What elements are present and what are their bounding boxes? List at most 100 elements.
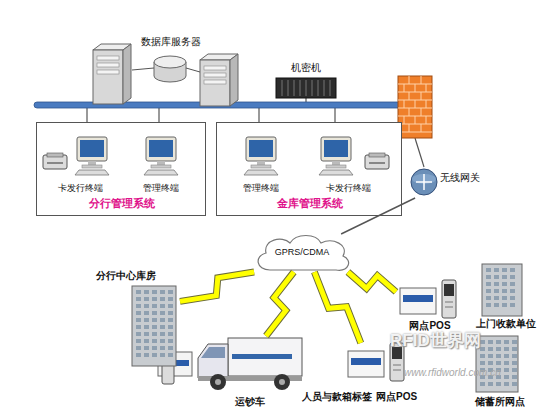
node-icon xyxy=(88,161,96,165)
node-icon xyxy=(152,304,157,308)
node-icon xyxy=(168,290,173,294)
node-icon xyxy=(136,353,141,357)
node-icon xyxy=(324,80,325,96)
node-icon xyxy=(504,340,509,344)
node-icon xyxy=(416,174,432,190)
system-box: 分行管理系统卡发行终端管理终端 xyxy=(36,122,206,216)
node-icon xyxy=(496,354,501,358)
node-icon xyxy=(318,80,319,96)
node-icon xyxy=(510,303,515,307)
node-icon xyxy=(512,340,517,344)
network-node: 网点POS xyxy=(396,280,464,332)
node-icon xyxy=(348,351,384,377)
node-icon xyxy=(351,358,381,365)
node-icon xyxy=(502,275,507,279)
firewall xyxy=(398,132,432,133)
node-icon xyxy=(512,354,517,358)
node-icon xyxy=(326,165,346,168)
firewall xyxy=(426,84,427,92)
node-icon xyxy=(80,140,104,157)
node-icon xyxy=(93,50,123,104)
node-icon xyxy=(400,280,456,318)
firewall xyxy=(409,124,410,132)
node-label: 分行中心库房 xyxy=(96,270,180,282)
node-icon xyxy=(488,354,493,358)
node-icon xyxy=(496,347,501,351)
node-icon xyxy=(151,165,171,168)
node-icon xyxy=(152,325,157,329)
node-icon xyxy=(332,161,340,165)
firewall xyxy=(409,92,410,100)
node-icon xyxy=(512,361,517,365)
node-icon xyxy=(251,165,271,168)
node-icon xyxy=(502,289,507,293)
watermark: RFID世界网 xyxy=(390,331,481,351)
node-icon xyxy=(146,137,176,161)
node-label: 卡发行终端 xyxy=(41,183,119,194)
node-label: GPRS/CDMA xyxy=(252,247,352,258)
node-icon xyxy=(369,163,385,164)
node-icon xyxy=(144,137,178,175)
node-icon xyxy=(369,153,385,157)
node-icon xyxy=(319,170,353,175)
node-icon xyxy=(476,336,518,392)
node-icon xyxy=(152,297,157,301)
node-icon xyxy=(168,325,173,329)
node-icon xyxy=(136,290,141,294)
node-icon xyxy=(365,153,389,169)
node-icon xyxy=(47,163,63,164)
node-label: 机密机 xyxy=(272,62,340,74)
firewall xyxy=(398,76,432,138)
node-icon xyxy=(249,140,273,157)
node-icon xyxy=(75,170,109,175)
node-icon xyxy=(488,382,493,386)
node-icon xyxy=(198,344,228,378)
node-label: 网点POS xyxy=(396,320,464,332)
node-icon xyxy=(160,353,165,357)
watermark: www.rfidworld.com.cn xyxy=(404,367,501,379)
node-icon xyxy=(201,347,225,358)
node-icon xyxy=(160,318,165,322)
node-icon xyxy=(160,304,165,308)
node-icon xyxy=(160,346,165,350)
node-icon xyxy=(504,361,509,365)
network-node: 上门收款单位 xyxy=(468,262,544,330)
node-icon xyxy=(200,60,230,106)
node-icon xyxy=(486,268,491,272)
node-icon xyxy=(232,354,292,359)
firewall xyxy=(415,116,416,124)
node-icon xyxy=(482,264,522,316)
node-label: 上门收款单位 xyxy=(468,318,544,330)
firewall xyxy=(426,116,427,124)
firewall xyxy=(404,116,405,124)
wireless-link xyxy=(180,272,254,301)
node-icon xyxy=(75,137,109,175)
node-label: 管理终端 xyxy=(229,183,293,194)
node-icon xyxy=(210,374,226,390)
network-node: 运钞车 xyxy=(196,336,304,410)
node-icon xyxy=(294,80,295,96)
node-icon xyxy=(154,56,186,68)
node-icon xyxy=(512,375,517,379)
node-icon xyxy=(77,137,107,161)
node-icon xyxy=(97,63,119,67)
node-icon xyxy=(160,325,165,329)
node-icon xyxy=(144,325,149,329)
node-icon xyxy=(282,80,330,96)
node-icon xyxy=(494,268,499,272)
node-icon xyxy=(486,289,491,293)
network-node: 卡发行终端 xyxy=(307,133,395,197)
node-icon xyxy=(186,68,200,72)
node-icon xyxy=(149,140,173,157)
firewall xyxy=(398,76,432,132)
node-icon xyxy=(494,303,499,307)
node-icon xyxy=(393,370,401,371)
wireless-link xyxy=(266,272,294,336)
network-node: 数据库服务器 xyxy=(88,32,248,106)
node-icon xyxy=(144,339,149,343)
node-icon xyxy=(488,347,493,351)
node-icon xyxy=(123,44,131,104)
node-label: 数据库服务器 xyxy=(136,36,206,48)
node-icon xyxy=(504,375,509,379)
